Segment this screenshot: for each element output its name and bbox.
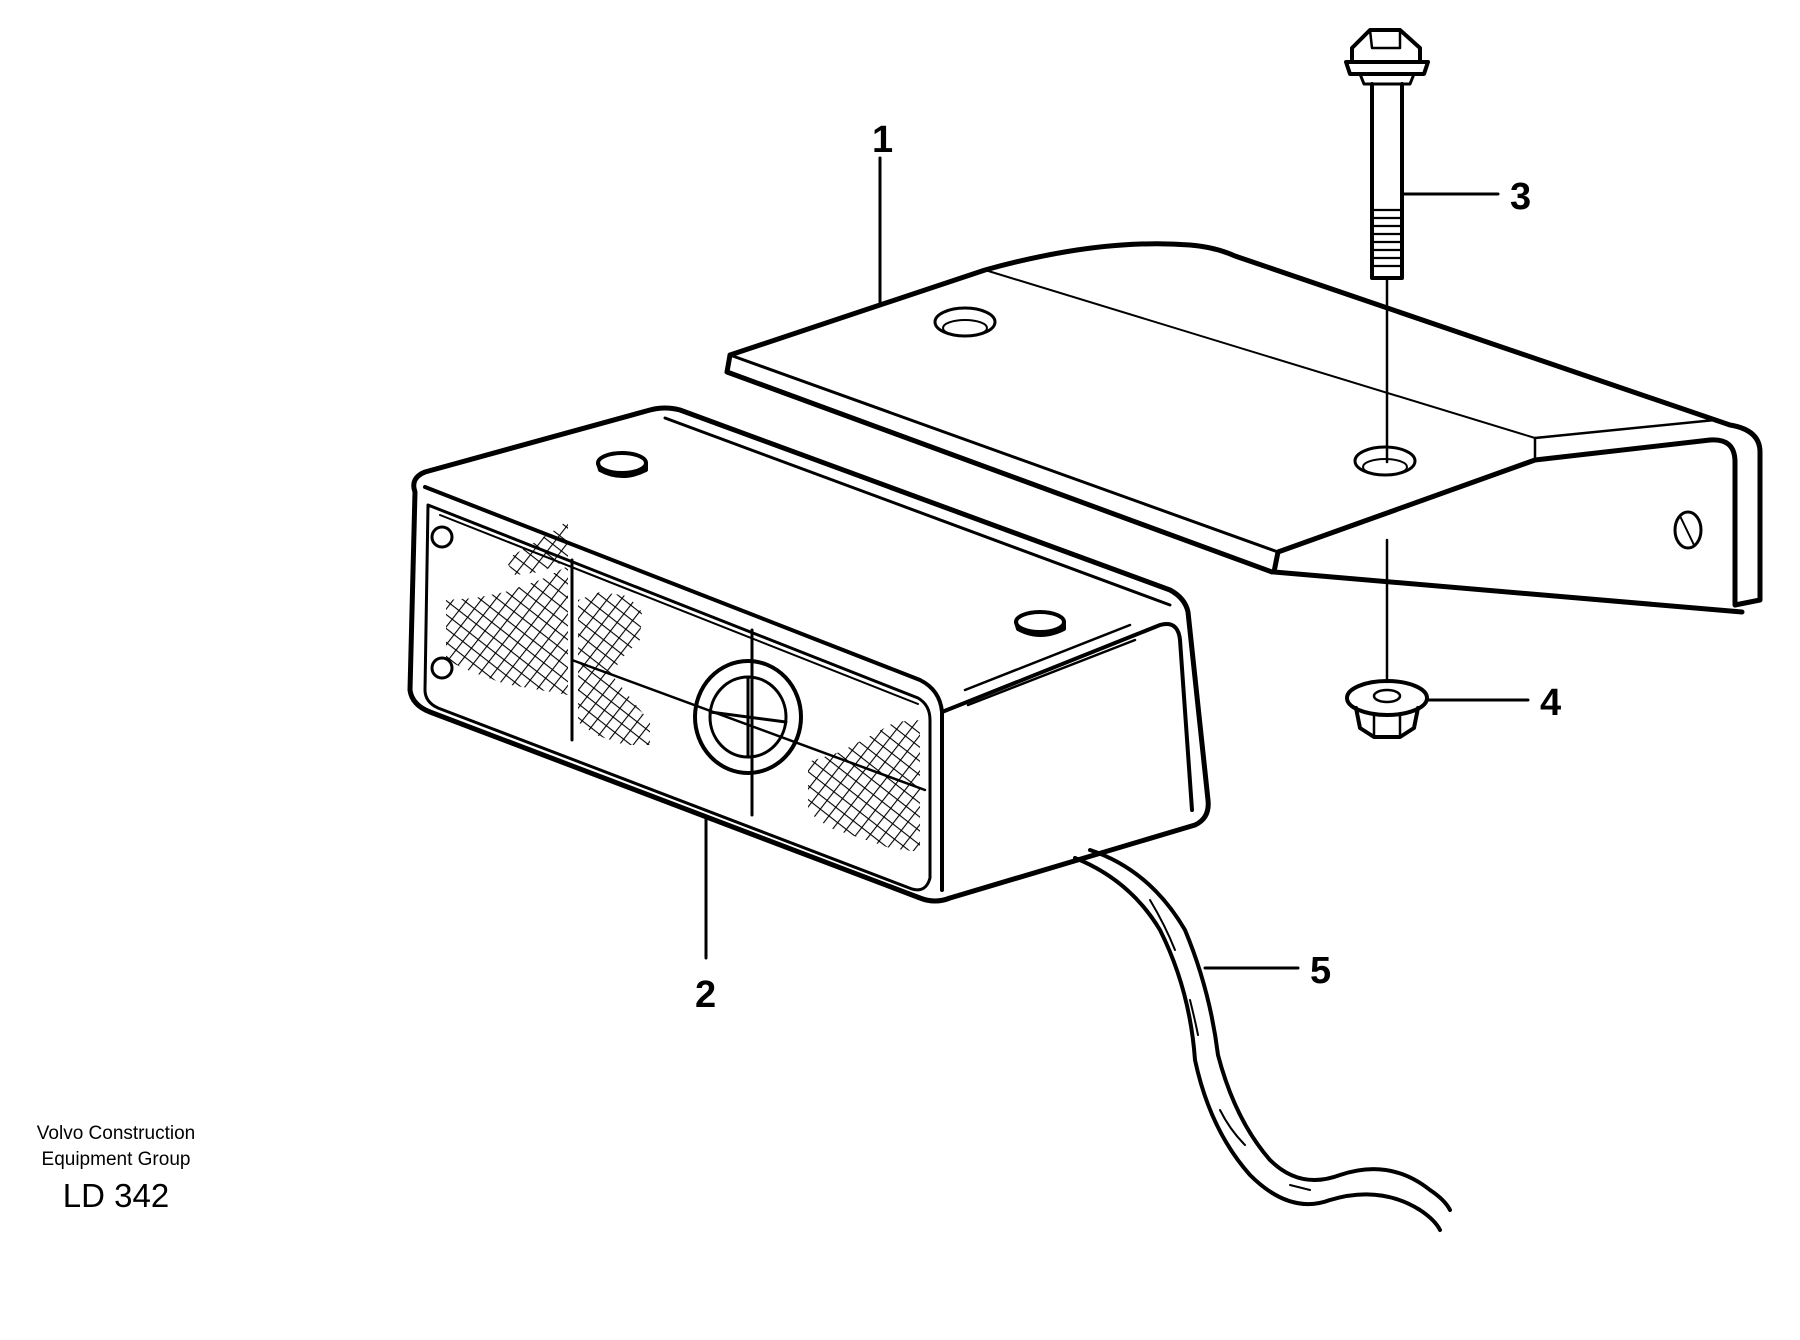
cable [1073, 848, 1452, 1232]
flange-nut [1345, 679, 1429, 739]
mounting-bracket [724, 241, 1763, 615]
rear-lamp [407, 405, 1211, 904]
leader-lines [704, 156, 1530, 970]
callout-4: 4 [1540, 682, 1561, 724]
callout-3: 3 [1510, 176, 1531, 218]
manufacturer-name-line-2: Equipment Group [41, 1149, 191, 1170]
manufacturer-name-line-1: Volvo Construction [36, 1123, 196, 1144]
flange-screw [1344, 28, 1430, 684]
drawing-number: LD 342 [62, 1177, 170, 1214]
callout-5: 5 [1310, 950, 1331, 992]
callout-1: 1 [872, 119, 893, 161]
callout-2: 2 [695, 974, 716, 1016]
